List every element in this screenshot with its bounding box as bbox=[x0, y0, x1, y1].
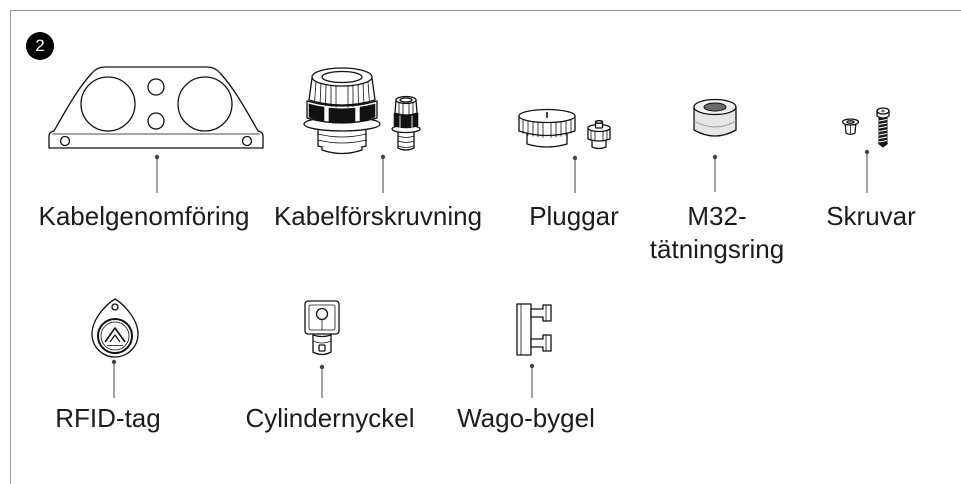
leader-dot bbox=[572, 155, 578, 161]
part-label-sealing-ring-line-2: tätningsring bbox=[649, 234, 785, 264]
step-number-badge: 2 bbox=[26, 32, 54, 60]
screw-insert-icon bbox=[841, 118, 860, 136]
leader-dot bbox=[712, 154, 718, 160]
cable-gland-small-icon bbox=[391, 95, 421, 151]
part-label-cable-gland: Kabelförskruvning bbox=[273, 201, 483, 231]
cylinder-key-icon bbox=[304, 300, 340, 356]
leader-dot bbox=[864, 149, 870, 155]
part-label-cable-entry-plate: Kabelgenomföring bbox=[38, 201, 250, 231]
leader-dot bbox=[380, 154, 386, 160]
plug-small-icon bbox=[587, 120, 611, 150]
leader-dot bbox=[319, 364, 325, 370]
part-label-plugs: Pluggar bbox=[529, 201, 619, 231]
part-label-screws: Skruvar bbox=[826, 201, 916, 231]
sealing-ring-icon bbox=[693, 98, 737, 137]
screw-icon bbox=[876, 107, 890, 148]
part-label-wago-jumper: Wago-bygel bbox=[457, 403, 595, 433]
wago-jumper-icon bbox=[516, 303, 552, 356]
part-label-rfid-tag: RFID-tag bbox=[55, 403, 161, 433]
plug-large-icon bbox=[518, 108, 576, 148]
leader-dot bbox=[529, 363, 535, 369]
leader-dot bbox=[154, 154, 160, 160]
cable-gland-large-icon bbox=[303, 67, 381, 155]
part-label-cylinder-key: Cylindernyckel bbox=[245, 403, 415, 433]
leader-dot bbox=[111, 359, 117, 365]
part-label-sealing-ring: M32- tätningsring bbox=[650, 200, 784, 266]
part-label-sealing-ring-line-1: M32- bbox=[687, 201, 747, 231]
cable-entry-plate-icon bbox=[48, 66, 264, 149]
rfid-tag-icon bbox=[91, 298, 139, 358]
